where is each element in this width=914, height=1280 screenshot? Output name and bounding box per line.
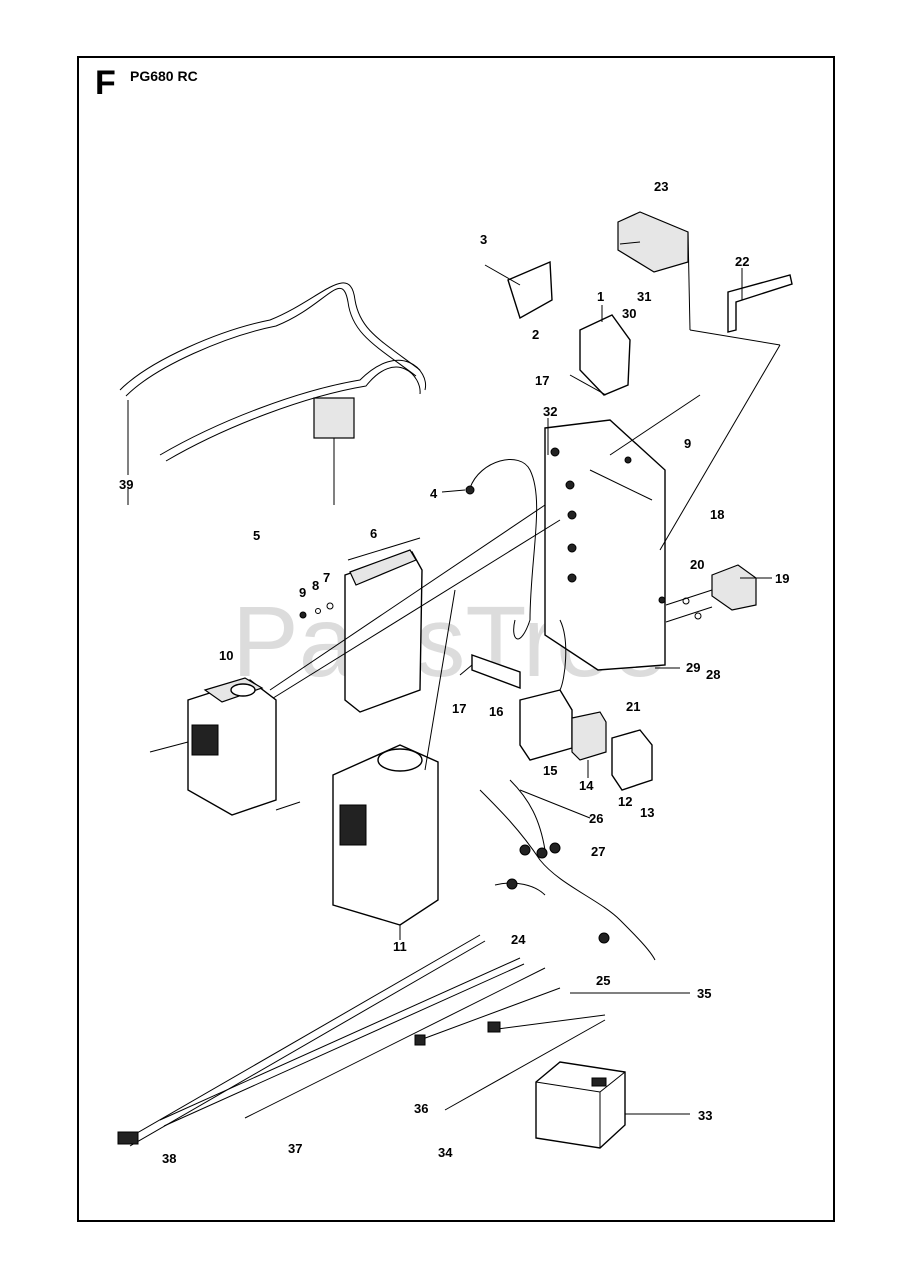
callout-17b: 17 <box>452 701 466 716</box>
callout-35: 35 <box>697 986 711 1001</box>
callout-34: 34 <box>438 1145 453 1160</box>
callout-16: 16 <box>489 704 503 719</box>
small-relay <box>611 729 653 791</box>
din-rail <box>727 268 793 333</box>
model-name: PG680 RC <box>130 68 198 84</box>
callout-8: 8 <box>312 578 319 593</box>
callout-3: 3 <box>480 232 487 247</box>
callout-38: 38 <box>162 1151 176 1166</box>
back-plate <box>465 344 781 691</box>
leader-lines <box>127 400 772 994</box>
callout-1: 1 <box>597 289 604 304</box>
section-letter: F <box>95 64 116 102</box>
callout-23: 23 <box>654 179 668 194</box>
callout-31: 31 <box>637 289 651 304</box>
callout-24: 24 <box>511 932 526 947</box>
callout-12: 12 <box>618 794 632 809</box>
callout-22: 22 <box>735 254 749 269</box>
screw-washer-set <box>299 602 334 619</box>
callout-11: 11 <box>393 939 407 954</box>
callout-14: 14 <box>579 778 594 793</box>
callout-9a: 9 <box>299 585 306 600</box>
battery <box>535 1061 690 1149</box>
callout-25: 25 <box>596 973 610 988</box>
callout-7: 7 <box>323 570 330 585</box>
callout-33: 33 <box>698 1108 712 1123</box>
diagram-frame <box>77 56 835 1222</box>
callout-27: 27 <box>591 844 605 859</box>
callout-15: 15 <box>543 763 557 778</box>
callout-39: 39 <box>119 477 133 492</box>
callout-19: 19 <box>775 571 789 586</box>
callout-37: 37 <box>288 1141 302 1156</box>
terminal-block <box>617 211 781 346</box>
mounting-bracket <box>484 260 553 320</box>
callout-18: 18 <box>710 507 724 522</box>
cable-39 <box>119 282 427 505</box>
callout-13: 13 <box>640 805 654 820</box>
callout-2: 2 <box>532 327 539 342</box>
wire-harness <box>479 779 656 961</box>
callout-labels: 1 2 3 4 5 6 7 8 9 9 10 11 12 13 14 15 16… <box>119 179 789 1166</box>
callout-4: 4 <box>430 486 438 501</box>
callout-29: 29 <box>686 660 700 675</box>
callout-10: 10 <box>219 648 233 663</box>
callout-20: 20 <box>690 557 704 572</box>
callout-21: 21 <box>626 699 640 714</box>
callout-30: 30 <box>622 306 636 321</box>
callout-36: 36 <box>414 1101 428 1116</box>
callout-6: 6 <box>370 526 377 541</box>
side-cover <box>665 564 757 623</box>
frequency-drive-large <box>332 589 456 940</box>
heatsink <box>269 504 561 713</box>
frequency-drive-small <box>149 677 301 816</box>
callout-17a: 17 <box>535 373 549 388</box>
contactor <box>519 689 607 778</box>
callout-5: 5 <box>253 528 260 543</box>
callout-32: 32 <box>543 404 557 419</box>
callout-26: 26 <box>589 811 603 826</box>
callout-9b: 9 <box>684 436 691 451</box>
relay-box <box>569 305 631 396</box>
callout-28: 28 <box>706 667 720 682</box>
cable-ties <box>117 934 606 1147</box>
